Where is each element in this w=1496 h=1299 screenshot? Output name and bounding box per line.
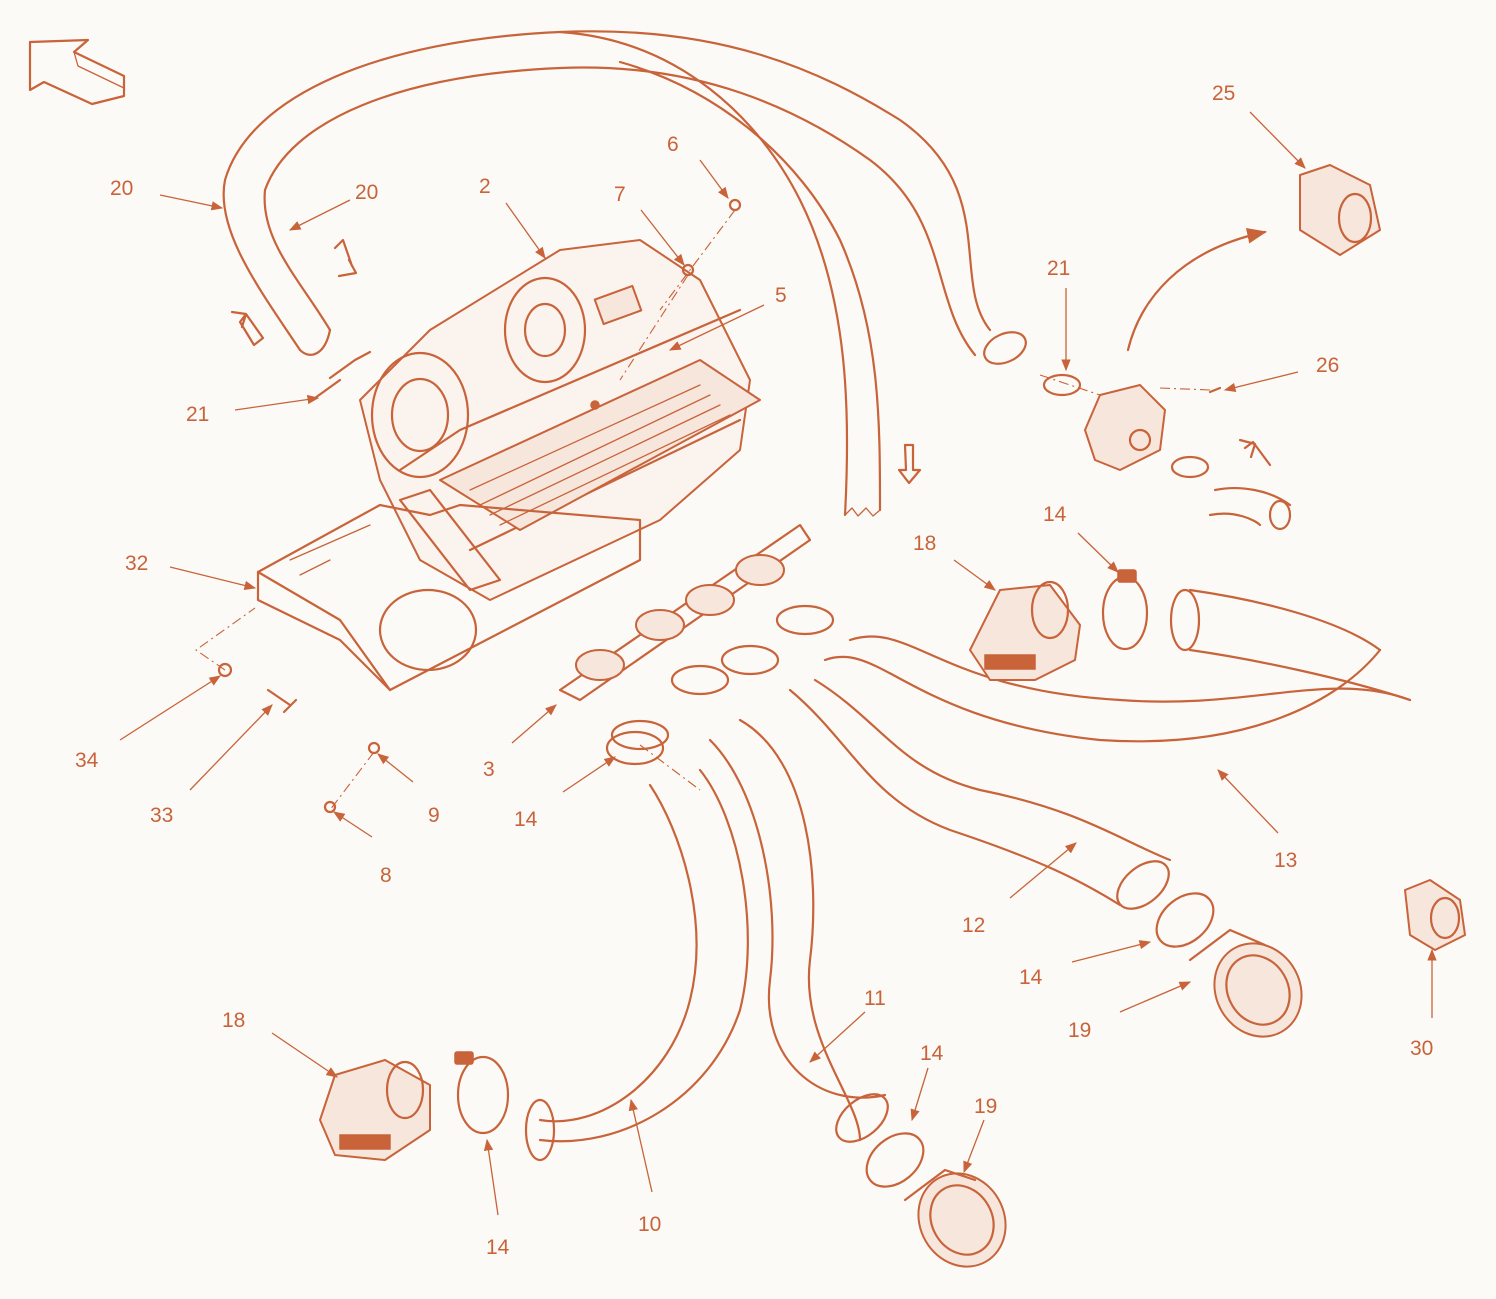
air-vent-19-lower <box>903 1168 1007 1268</box>
callout-3: 3 <box>483 758 495 781</box>
hose-clamps-14 <box>454 569 1215 1188</box>
duct-hoses <box>524 588 1412 1162</box>
callout-14: 14 <box>514 808 538 831</box>
airflow-arrow-icon <box>230 238 1272 485</box>
callout-5: 5 <box>775 284 787 307</box>
callout-11: 11 <box>864 987 886 1010</box>
callout-14: 14 <box>1043 503 1067 526</box>
callout-19: 19 <box>974 1095 997 1118</box>
callout-9: 9 <box>428 804 440 827</box>
duct-manifold-3 <box>558 523 835 751</box>
elbow-18-lower <box>319 1059 431 1161</box>
callout-13: 13 <box>1274 849 1297 872</box>
callout-12: 12 <box>962 914 985 937</box>
callout-19: 19 <box>1068 1019 1091 1042</box>
callout-30: 30 <box>1410 1037 1433 1060</box>
callout-21: 21 <box>1047 257 1070 280</box>
callout-18: 18 <box>913 532 936 555</box>
callout-18: 18 <box>222 1009 245 1032</box>
callout-20: 20 <box>110 177 133 200</box>
callout-34: 34 <box>75 749 99 772</box>
air-vent-19-right <box>1188 928 1303 1038</box>
small-hardware <box>195 198 1222 814</box>
control-switch-25 <box>1299 164 1381 256</box>
callout-14: 14 <box>920 1042 944 1065</box>
control-switch-30 <box>1404 879 1466 951</box>
callout-leaders <box>119 111 1437 1216</box>
callout-2: 2 <box>479 175 491 198</box>
heater-hose-20 <box>222 30 1027 517</box>
callout-21: 21 <box>186 403 209 426</box>
callout-6: 6 <box>667 133 679 156</box>
front-direction-arrow-icon <box>28 38 126 106</box>
callout-26: 26 <box>1316 354 1339 377</box>
callout-25: 25 <box>1212 82 1235 105</box>
callout-labels: 20 20 2 7 6 5 21 32 34 33 9 8 3 14 25 21… <box>75 82 1433 1259</box>
callout-20: 20 <box>355 181 378 204</box>
blower-heater-unit-2 <box>359 239 761 601</box>
heater-valve <box>1042 227 1292 531</box>
callout-10: 10 <box>638 1213 661 1236</box>
callout-14: 14 <box>486 1236 510 1259</box>
callout-7: 7 <box>614 183 626 206</box>
callout-14: 14 <box>1019 966 1043 989</box>
mounting-plate-32 <box>256 503 642 692</box>
callout-8: 8 <box>380 864 392 887</box>
callout-33: 33 <box>150 804 173 827</box>
callout-32: 32 <box>125 552 148 575</box>
elbow-18-upper <box>969 580 1081 681</box>
